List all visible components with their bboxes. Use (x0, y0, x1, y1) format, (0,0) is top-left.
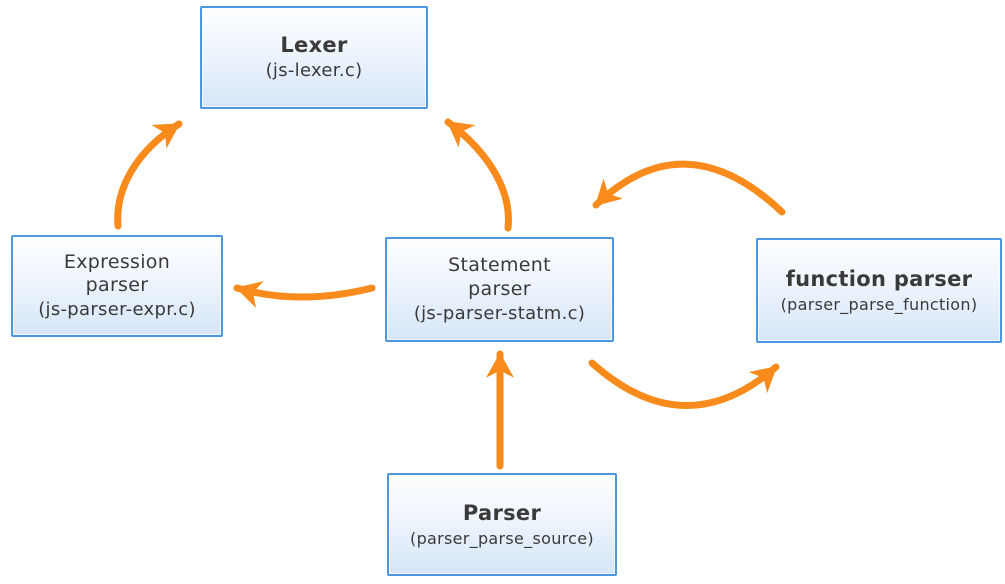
arrow-function-parser-to-statement-parser (592, 160, 786, 216)
node-expression-parser-title-line1: Expression (63, 250, 171, 273)
node-statement-parser: Statement parser (js-parser-statm.c) (385, 237, 614, 342)
arrow-statement-parser-to-expression-parser (233, 281, 376, 308)
arrow-expression-parser-to-lexer (114, 120, 183, 230)
node-parser-title: Parser (462, 500, 542, 525)
node-expression-parser-subtitle: (js-parser-expr.c) (38, 299, 196, 321)
node-lexer-subtitle: (js-lexer.c) (265, 60, 363, 82)
node-parser-subtitle: (parser_parse_source) (410, 528, 594, 548)
arrow-statement-parser-to-lexer (444, 118, 512, 232)
node-expression-parser-title-line2: parser (85, 274, 149, 297)
node-function-parser-subtitle: (parser_parse_function) (780, 294, 978, 314)
node-statement-parser-title-line2: parser (468, 277, 531, 300)
node-function-parser: function parser (parser_parse_function) (756, 238, 1002, 343)
node-statement-parser-title-line1: Statement (448, 254, 551, 277)
arrow-statement-parser-to-function-parser (588, 359, 780, 409)
node-parser: Parser (parser_parse_source) (387, 473, 617, 576)
node-function-parser-title: function parser (785, 266, 973, 291)
node-lexer: Lexer (js-lexer.c) (200, 6, 428, 109)
node-lexer-title: Lexer (280, 32, 348, 57)
node-expression-parser: Expression parser (js-parser-expr.c) (11, 235, 223, 337)
node-statement-parser-subtitle: (js-parser-statm.c) (413, 302, 586, 324)
